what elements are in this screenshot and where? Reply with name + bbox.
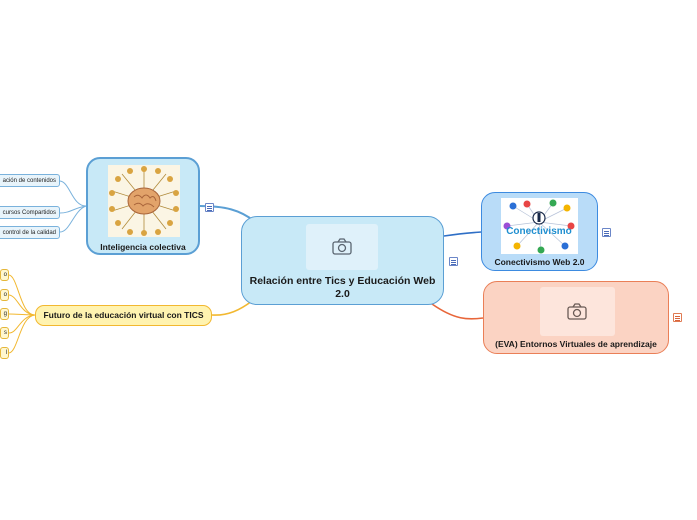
conectivismo-image-text: Conectivismo <box>506 226 572 237</box>
notes-icon[interactable] <box>205 203 214 212</box>
notes-icon[interactable] <box>449 257 458 266</box>
subtopic-item[interactable]: control de la calidad <box>0 226 60 239</box>
subtopic-item[interactable]: s <box>0 327 9 339</box>
topic-inteligencia-colectiva[interactable]: Inteligencia colectiva <box>86 157 200 255</box>
topic-label: Conectivismo Web 2.0 <box>494 257 585 267</box>
central-topic[interactable]: Relación entre Tics y Educación Web 2.0 <box>241 216 444 305</box>
topic-label: Inteligencia colectiva <box>100 242 186 252</box>
topic-label: Futuro de la educación virtual con TICS <box>43 310 204 320</box>
topic-label: (EVA) Entornos Virtuales de aprendizaje <box>495 339 657 349</box>
camera-icon <box>567 303 587 320</box>
subtopic-item[interactable]: o <box>0 289 9 301</box>
eva-image <box>540 287 615 336</box>
notes-icon[interactable] <box>673 313 682 322</box>
topic-conectivismo[interactable]: Conectivismo Conectivismo Web 2.0 <box>481 192 598 271</box>
brain-icon <box>108 165 180 237</box>
subtopic-item[interactable]: ación de contenidos <box>0 174 60 187</box>
subtopic-item[interactable]: cursos Compartidos <box>0 206 60 219</box>
topic-entornos-virtuales[interactable]: (EVA) Entornos Virtuales de aprendizaje <box>483 281 669 354</box>
subtopic-item[interactable]: g <box>0 308 9 320</box>
central-title: Relación entre Tics y Educación Web 2.0 <box>249 275 436 300</box>
central-image <box>306 224 378 270</box>
camera-icon <box>332 238 352 255</box>
topic-futuro-educacion[interactable]: Futuro de la educación virtual con TICS <box>35 305 212 326</box>
notes-icon[interactable] <box>602 228 611 237</box>
subtopic-item[interactable]: o <box>0 269 9 281</box>
subtopic-item[interactable]: l <box>0 347 9 359</box>
conectivismo-image: Conectivismo <box>501 198 578 254</box>
